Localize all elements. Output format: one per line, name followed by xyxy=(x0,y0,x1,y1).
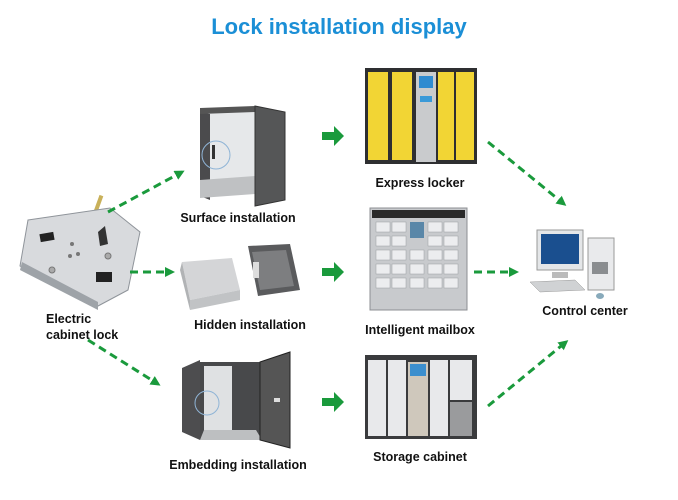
embedding-installation-label: Embedding installation xyxy=(169,458,307,472)
storage-cabinet-label: Storage cabinet xyxy=(373,450,467,464)
intelligent-mailbox-image xyxy=(369,207,468,311)
electric-cabinet-lock-label-line2: cabinet lock xyxy=(46,328,119,342)
control-center-image xyxy=(529,229,615,299)
hidden-installation-image xyxy=(180,244,300,310)
arrow-express-to-control xyxy=(487,140,567,206)
arrow-storage-to-control xyxy=(487,340,569,408)
electric-cabinet-lock-label-line1: Electric xyxy=(46,312,92,326)
express-locker-image xyxy=(365,68,477,164)
arrow-surface-to-express xyxy=(322,126,344,146)
storage-cabinet-image xyxy=(365,355,477,439)
arrow-embedding-to-storage xyxy=(322,392,344,412)
express-locker-label: Express locker xyxy=(375,176,465,190)
diagram-title: Lock installation display xyxy=(211,14,467,39)
intelligent-mailbox-label: Intelligent mailbox xyxy=(365,323,475,337)
surface-installation-label: Surface installation xyxy=(180,211,296,225)
embedding-installation-image xyxy=(182,351,291,449)
hidden-installation-label: Hidden installation xyxy=(194,318,306,332)
arrow-lock-to-embedding xyxy=(87,338,161,386)
control-center-label: Control center xyxy=(542,304,628,318)
electric-cabinet-lock-label: Electric cabinet lock xyxy=(46,311,118,343)
arrow-hidden-to-mailbox xyxy=(322,262,344,282)
arrow-lock-to-surface xyxy=(107,170,185,214)
electric-lock-image xyxy=(19,194,141,310)
surface-installation-image xyxy=(200,105,286,207)
